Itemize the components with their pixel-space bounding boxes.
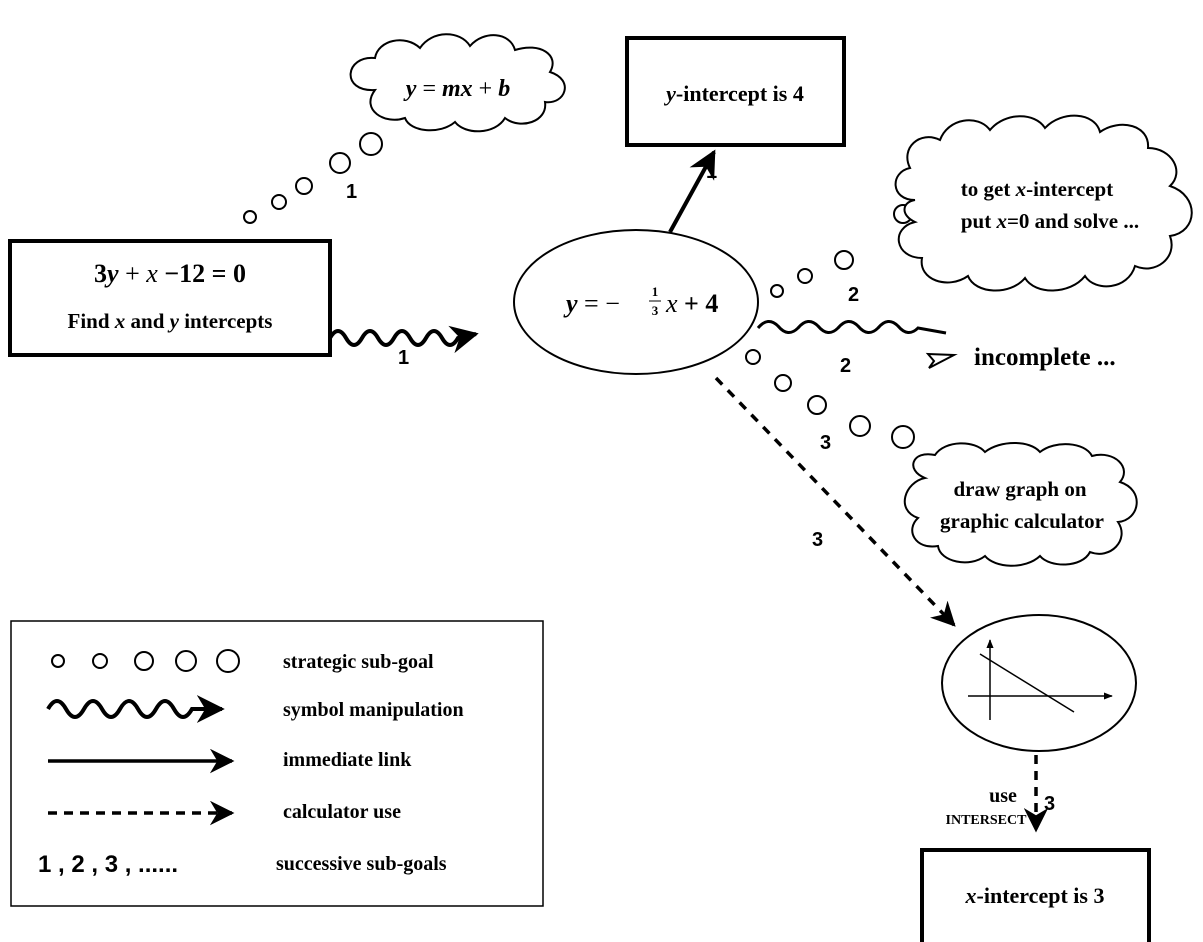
step-number-2-cloud: 2 [848, 284, 859, 306]
x-intercept-hint-line1: to get x-intercept [961, 177, 1113, 201]
y-intercept-box [625, 36, 846, 147]
legend-label-symbol: symbol manipulation [283, 699, 464, 721]
strategic-circles-2 [770, 204, 913, 298]
center-frac-num: 1 [652, 284, 659, 299]
step-number-1-cloud: 1 [346, 181, 357, 203]
step-number-1-arrow: 1 [706, 161, 717, 183]
legend-label-immediate: immediate link [283, 749, 412, 771]
dashed-arrow-3 [714, 376, 956, 627]
cloud-slope-form [349, 33, 566, 133]
step-number-3-cloud: 3 [820, 432, 831, 454]
slope-form-text: y = mx + b [403, 76, 510, 102]
use-label-line1: use [989, 785, 1017, 807]
step-number-2-wavy: 2 [840, 355, 851, 377]
start-box [8, 239, 332, 357]
legend-label-successive: successive sub-goals [276, 853, 447, 875]
x-intercept-box [920, 848, 1151, 942]
use-label-line2: INTERSECT [946, 813, 1028, 828]
step-number-3-use: 3 [1044, 793, 1055, 815]
x-intercept-hint-line2: put x=0 and solve ... [961, 209, 1139, 233]
strategic-circles-3 [745, 349, 915, 449]
legend-label-strategic: strategic sub-goal [283, 651, 434, 673]
wavy-arrow-2 [756, 320, 947, 335]
solid-arrow-1 [668, 149, 716, 233]
legend-circles-icon [51, 649, 240, 673]
step-number-3-dashed: 3 [812, 529, 823, 551]
cloud-graph [903, 442, 1138, 567]
center-equation-rest: x + 4 [665, 289, 718, 318]
wavy-arrow-1 [328, 325, 479, 354]
y-intercept-text: y-intercept is 4 [663, 81, 804, 106]
center-ellipse [513, 229, 759, 375]
legend-label-calculator: calculator use [283, 801, 401, 823]
graph-icon [968, 639, 1113, 720]
center-frac-den: 3 [652, 303, 659, 318]
center-equation: y = − [563, 289, 620, 318]
legend-wavy-arrow-icon [46, 695, 225, 723]
step-number-1-wavy: 1 [398, 347, 409, 369]
calculator-graph-ellipse [941, 614, 1137, 752]
x-intercept-text: x-intercept is 3 [965, 883, 1105, 908]
legend-numbers: 1 , 2 , 3 , ...... [38, 851, 178, 878]
graph-hint-line2: graphic calculator [940, 509, 1104, 533]
hollow-arrowhead [925, 352, 958, 369]
start-equation: 3y + x −12 = 0 [94, 259, 246, 288]
strategic-circles-1 [243, 132, 383, 224]
cloud-x-intercept [894, 114, 1193, 292]
graph-hint-line1: draw graph on [953, 477, 1086, 501]
start-task: Find x and y intercepts [68, 309, 273, 333]
incomplete-label: incomplete ... [974, 344, 1116, 371]
